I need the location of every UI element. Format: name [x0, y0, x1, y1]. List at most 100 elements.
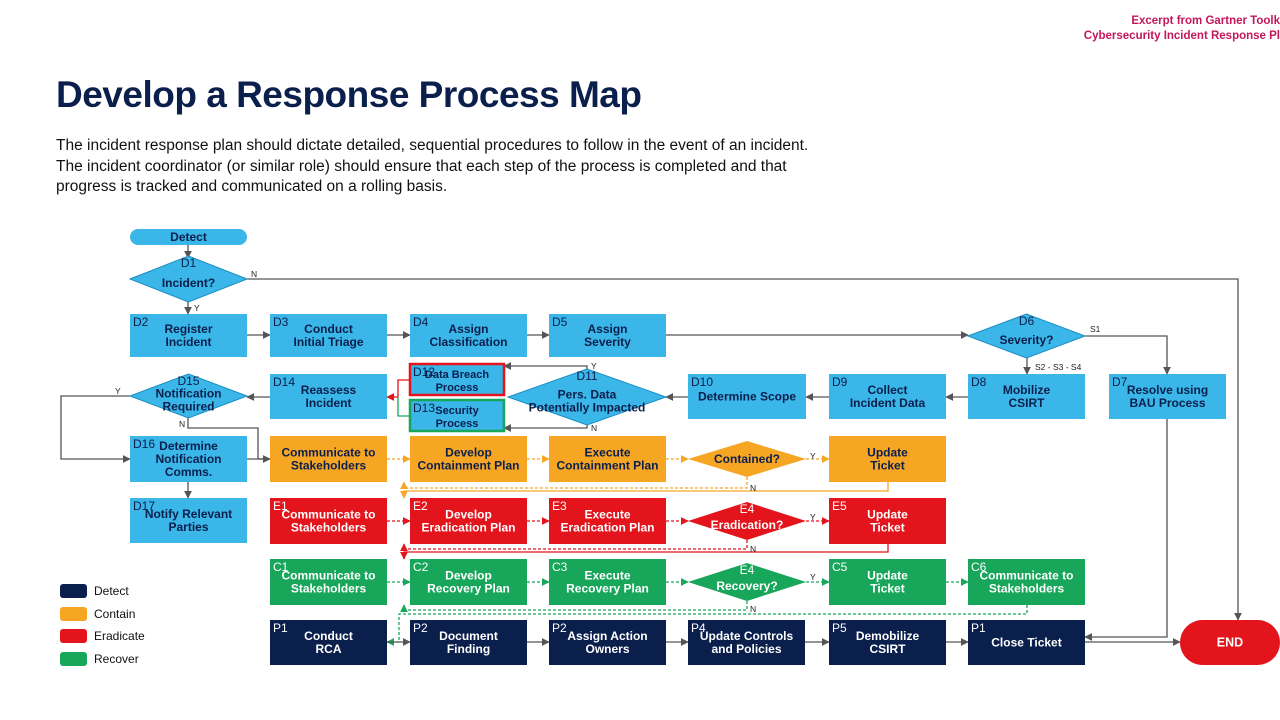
node-shape [410, 559, 527, 605]
node-code: E2 [413, 499, 428, 513]
node-label: Update [867, 446, 908, 460]
node-code: E5 [832, 499, 847, 513]
node-label: Comms. [165, 465, 212, 479]
node-code: D3 [273, 315, 289, 329]
node-label: Ticket [870, 521, 904, 535]
node-shape [270, 559, 387, 605]
node-label: Stakeholders [291, 582, 367, 596]
node-code: P2 [413, 621, 428, 635]
node-shape [829, 620, 946, 665]
node-code: D12 [413, 365, 435, 379]
node-label: Collect [867, 383, 907, 397]
node-c4: Contained? [688, 441, 806, 477]
connector-line [400, 540, 748, 552]
node-shape [408, 362, 506, 397]
intro-line-1: The incident response plan should dictat… [56, 137, 809, 154]
excerpt-line-2: Cybersecurity Incident Response Pl [1083, 30, 1280, 42]
node-shape [968, 374, 1085, 419]
node-label: Notification [156, 387, 222, 401]
node-code: C1 [273, 560, 289, 574]
node-label: Owners [585, 642, 629, 656]
node-shape [128, 373, 249, 419]
node-label: Classification [429, 335, 507, 349]
node-shape [688, 502, 806, 540]
node-label: Required [162, 400, 214, 414]
edge-label: Y [115, 386, 121, 396]
connector-line [400, 482, 889, 499]
node-code: D4 [413, 315, 429, 329]
node-label: Document [439, 629, 498, 643]
node-label: Communicate to [281, 569, 375, 583]
node-code: D5 [552, 315, 568, 329]
edge-label: N [750, 604, 756, 614]
node-shape [968, 559, 1085, 605]
node-label: and Policies [711, 642, 781, 656]
edge-label: Y [810, 451, 816, 461]
node-label: Communicate to [281, 508, 375, 522]
connector-line [400, 544, 889, 560]
node-label: Parties [168, 520, 208, 534]
node-code: D15 [177, 374, 199, 388]
edge-label: Y [810, 572, 816, 582]
edge-label: Y [810, 512, 816, 522]
node-code: D6 [1019, 314, 1035, 328]
node-shape [829, 436, 946, 482]
node-code: E1 [273, 499, 288, 513]
node-shape [966, 313, 1087, 359]
connector-line [1085, 335, 1171, 375]
node-label: END [1217, 636, 1243, 650]
edge-label: S1 [1090, 324, 1101, 334]
node-label: Update [867, 508, 908, 522]
node-label: Process [436, 382, 479, 394]
node-label: Communicate to [979, 569, 1073, 583]
node-end: END [1180, 620, 1280, 665]
node-label: Demobilize [856, 629, 920, 643]
node-code: D8 [971, 375, 987, 389]
edge-label: Y [591, 361, 597, 371]
node-label: Conduct [304, 629, 353, 643]
node-label: Notify Relevant [145, 507, 232, 521]
node-label: Update Controls [700, 629, 794, 643]
node-code: P5 [832, 621, 847, 635]
node-label: Communicate to [281, 446, 375, 460]
node-code: P2 [552, 621, 567, 635]
node-label: Data Breach [425, 369, 489, 381]
node-shape [688, 441, 806, 477]
page-title: Develop a Response Process Map [56, 74, 642, 115]
node-label: RCA [316, 642, 342, 656]
node-code: D2 [133, 315, 149, 329]
node-shape [130, 436, 247, 482]
legend-item: Detect [60, 580, 145, 603]
node-label: Ticket [870, 582, 904, 596]
connector-line [503, 362, 588, 370]
node-label: Reassess [301, 383, 357, 397]
node-shape [130, 229, 247, 245]
node-shape [410, 314, 527, 357]
node-label: Security [435, 405, 479, 417]
node-shape [688, 620, 805, 665]
node-code: D1 [181, 256, 197, 270]
legend-item: Contain [60, 603, 145, 626]
intro-paragraph: The incident response plan should dictat… [56, 136, 808, 198]
node-label: Assign [448, 322, 488, 336]
node-code: C6 [971, 560, 987, 574]
node-shape [1180, 620, 1280, 665]
node-code: D14 [273, 375, 295, 389]
node-shape [549, 498, 666, 544]
edge-label: Y [194, 303, 200, 313]
